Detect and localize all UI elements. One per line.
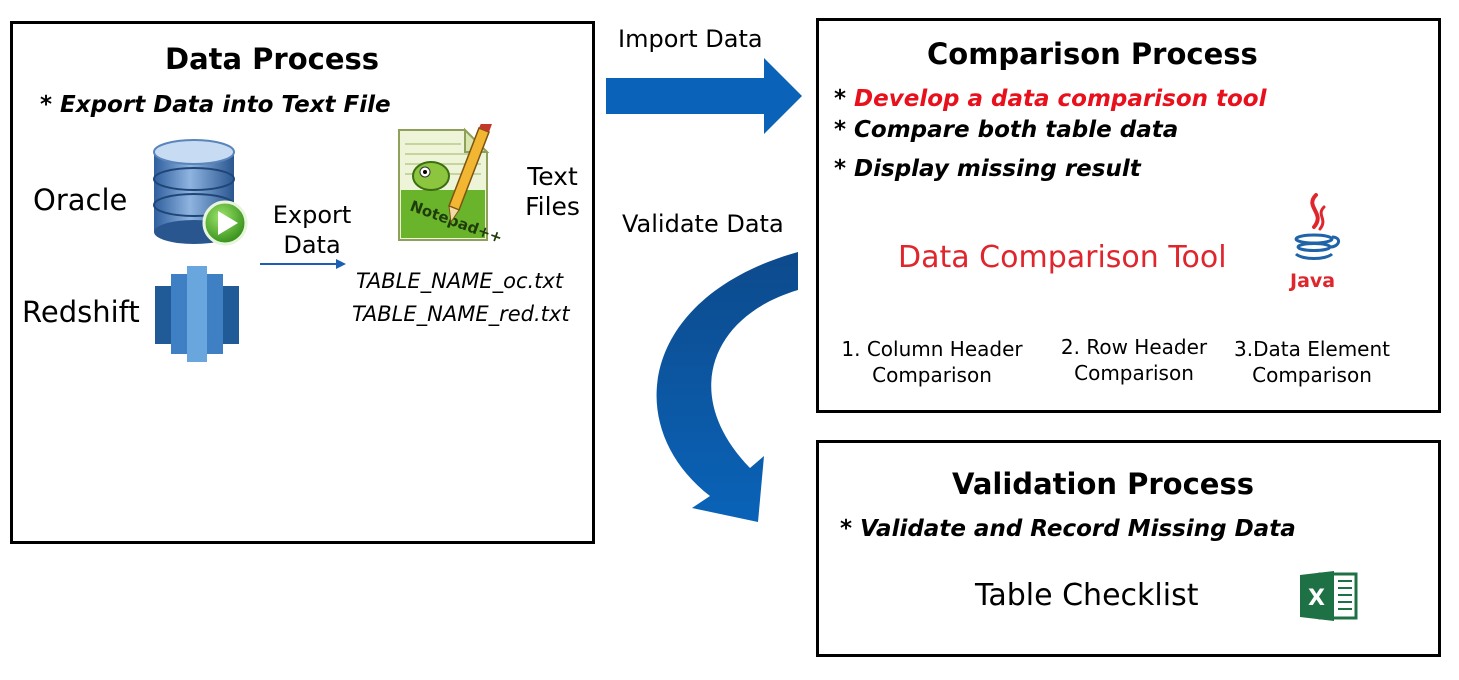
import-data-label: Import Data	[618, 25, 763, 53]
validation-bullet: * Validate and Record Missing Data	[840, 516, 1296, 542]
data-process-box	[10, 21, 595, 544]
step2-line2: Comparison	[1074, 361, 1194, 385]
comparison-bullet-2: * Compare both table data	[834, 117, 1179, 143]
data-process-title: Data Process	[165, 42, 380, 76]
oracle-database-icon	[153, 139, 248, 246]
file-name-oracle: TABLE_NAME_oc.txt	[356, 269, 564, 293]
table-checklist-label: Table Checklist	[975, 578, 1199, 613]
comparison-bullet-1-prefix: *	[834, 86, 855, 112]
step3-line2: Comparison	[1252, 363, 1372, 387]
comparison-bullet-3: * Display missing result	[834, 156, 1141, 182]
redshift-icon	[155, 266, 239, 362]
file-name-redshift: TABLE_NAME_red.txt	[352, 302, 570, 326]
text-files-line1: Text	[527, 162, 578, 191]
validate-data-label: Validate Data	[622, 210, 784, 238]
comparison-process-title: Comparison Process	[927, 37, 1258, 71]
validate-curved-arrow	[656, 252, 798, 522]
step1-line2: Comparison	[872, 363, 992, 387]
validation-process-box	[816, 440, 1441, 657]
step-column-header-comparison: 1. Column Header Comparison	[828, 336, 1036, 388]
export-data-label: Export Data	[262, 200, 362, 260]
export-data-line1: Export	[272, 201, 352, 229]
export-arrow	[260, 259, 346, 269]
excel-letter: X	[1308, 586, 1325, 611]
text-files-label: Text Files	[515, 162, 590, 222]
data-process-bullet: * Export Data into Text File	[40, 92, 391, 118]
comparison-bullet-1-highlight: Develop a data comparison tool	[854, 86, 1267, 112]
step3-line1: 3.Data Element	[1234, 337, 1390, 361]
data-comparison-tool-label: Data Comparison Tool	[898, 240, 1227, 275]
step2-line1: 2. Row Header	[1060, 335, 1208, 359]
export-data-line2: Data	[283, 231, 341, 259]
step1-line1: 1. Column Header	[841, 337, 1023, 361]
step-data-element-comparison: 3.Data Element Comparison	[1222, 336, 1402, 388]
import-arrow	[606, 58, 802, 134]
comparison-process-box	[816, 18, 1441, 413]
oracle-label: Oracle	[33, 183, 128, 217]
text-files-line2: Files	[525, 192, 580, 221]
step-row-header-comparison: 2. Row Header Comparison	[1048, 334, 1220, 386]
excel-icon: X	[1300, 571, 1358, 621]
notepad-plus-plus-icon: Notepad++	[398, 124, 505, 244]
java-logo-icon: Java	[1288, 193, 1340, 292]
comparison-bullet-1: * Develop a data comparison tool	[834, 86, 1267, 112]
validation-process-title: Validation Process	[952, 467, 1254, 501]
redshift-label: Redshift	[22, 295, 140, 329]
java-logo-text: Java	[1288, 270, 1335, 292]
